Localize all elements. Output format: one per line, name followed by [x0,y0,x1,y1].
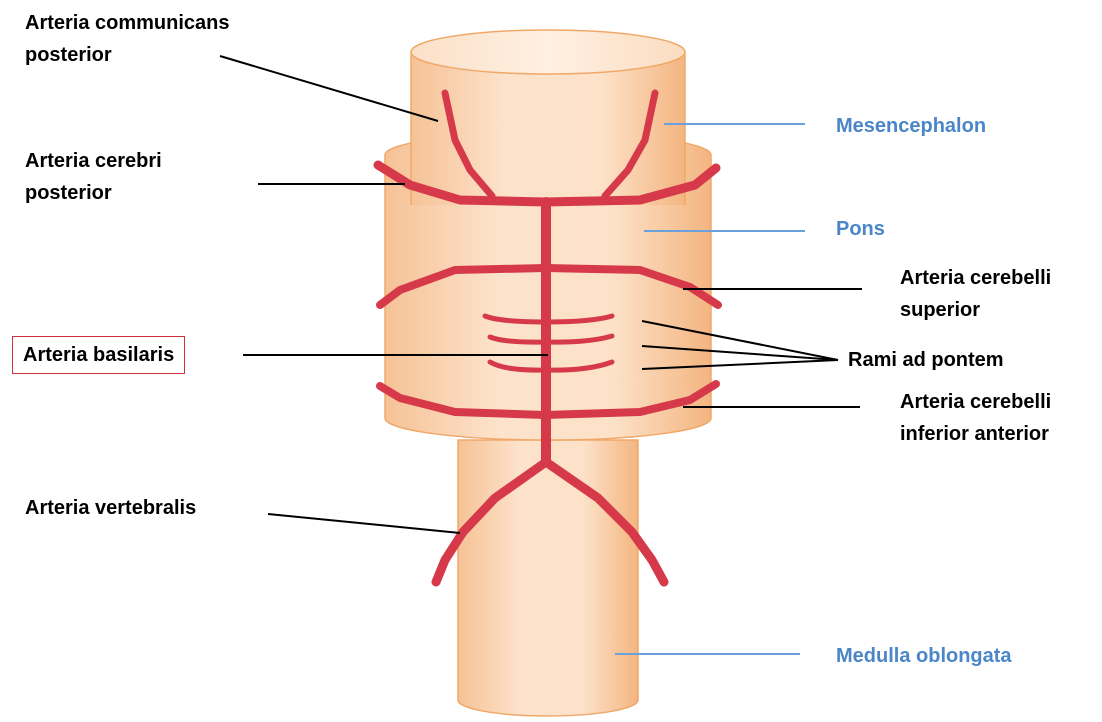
label-cerebelli-inferior-line1: Arteria cerebelli [900,386,1051,418]
label-mesencephalon: Mesencephalon [836,110,986,142]
leader-vertebralis [268,514,460,533]
label-medulla-oblongata: Medulla oblongata [836,640,1012,672]
label-cerebelli-superior-line2: superior [900,294,1051,326]
label-cerebri-posterior: Arteria cerebri posterior [25,145,162,209]
label-cerebelli-superior: Arteria cerebelli superior [900,262,1051,326]
label-basilaris: Arteria basilaris [12,336,185,374]
leader-communicans-posterior [220,56,438,121]
label-vertebralis: Arteria vertebralis [25,492,196,524]
label-rami-ad-pontem: Rami ad pontem [848,344,1004,376]
label-communicans-posterior: Arteria communicans posterior [25,7,230,71]
label-cerebri-posterior-line2: posterior [25,177,162,209]
label-communicans-posterior-line1: Arteria communicans [25,7,230,39]
label-cerebelli-inferior-line2: inferior anterior [900,418,1051,450]
label-cerebelli-superior-line1: Arteria cerebelli [900,262,1051,294]
label-cerebelli-inferior-anterior: Arteria cerebelli inferior anterior [900,386,1051,450]
label-cerebri-posterior-line1: Arteria cerebri [25,145,162,177]
label-pons: Pons [836,213,885,245]
label-communicans-posterior-line2: posterior [25,39,230,71]
medulla-oblongata-segment [458,440,638,716]
